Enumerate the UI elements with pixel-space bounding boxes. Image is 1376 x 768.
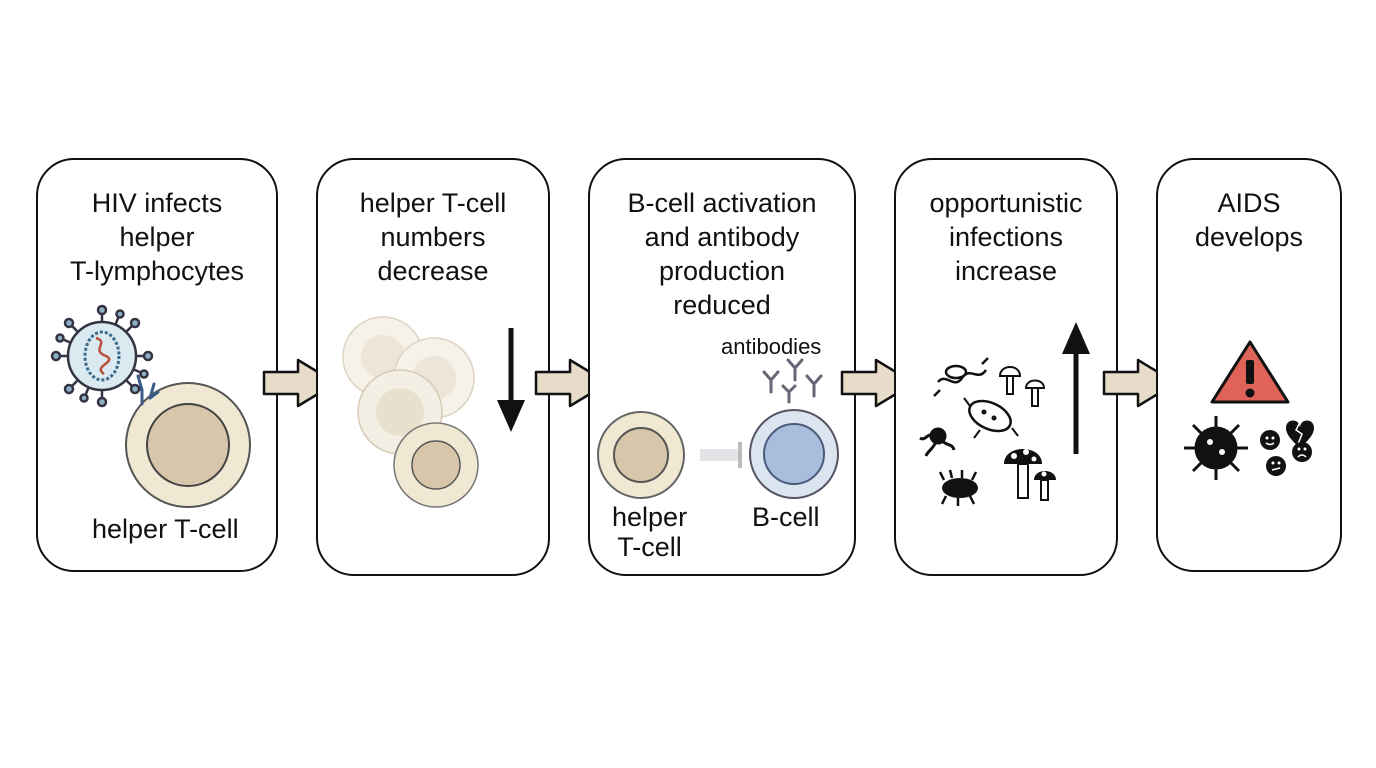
helper-t-cell-label: helper T-cell [612, 502, 688, 562]
step-4-box: opportunistic infections increase [894, 158, 1118, 576]
step-2-title: helper T-cell numbers decrease [359, 188, 507, 286]
down-arrow-icon [497, 328, 525, 432]
up-arrow-icon [1062, 322, 1090, 454]
face-icon [1266, 456, 1286, 476]
pathogen-icon [963, 397, 1019, 439]
hiv-virus-icon [50, 304, 154, 408]
warning-icon [1210, 340, 1290, 404]
step-1-box: HIV infects helper T-lymphocytes [36, 158, 278, 572]
fungus-icon [1004, 449, 1056, 501]
step-4-title: opportunistic infections increase [929, 188, 1083, 286]
step-3-box: B-cell activation and antibody productio… [588, 158, 856, 576]
helper-t-cell-label: helper T-cell [92, 514, 239, 544]
antibody-icon [762, 358, 823, 404]
step-3-illustration [597, 358, 839, 499]
inhibition-icon [700, 442, 742, 468]
virus-icon [1184, 416, 1248, 480]
step-5-title: AIDS develops [1194, 188, 1304, 252]
step-1-title: HIV infects helper T-lymphocytes [69, 188, 245, 286]
step-2-illustration [342, 316, 525, 508]
pathogen-icon [919, 427, 956, 457]
step-5-illustration [1184, 340, 1314, 480]
b-cell-label: B-cell [752, 502, 820, 532]
helper-t-cell-icon [597, 411, 685, 499]
pathogen-icon [933, 357, 989, 397]
step-3-title: B-cell activation and antibody productio… [627, 188, 817, 320]
faded-t-cells-icon [342, 316, 479, 508]
face-icon [1292, 442, 1312, 462]
broken-heart-icon [1286, 420, 1314, 450]
helper-t-cell-icon [125, 382, 251, 508]
step-1-illustration [50, 304, 251, 508]
step-2-box: helper T-cell numbers decrease [316, 158, 550, 576]
step-5-box: AIDS develops [1156, 158, 1342, 572]
face-icon [1260, 430, 1280, 450]
pathogen-icon [938, 469, 978, 506]
fungus-icon [998, 366, 1046, 407]
b-cell-icon [749, 409, 839, 499]
antibodies-label: antibodies [721, 334, 822, 359]
step-4-illustration [919, 322, 1090, 506]
